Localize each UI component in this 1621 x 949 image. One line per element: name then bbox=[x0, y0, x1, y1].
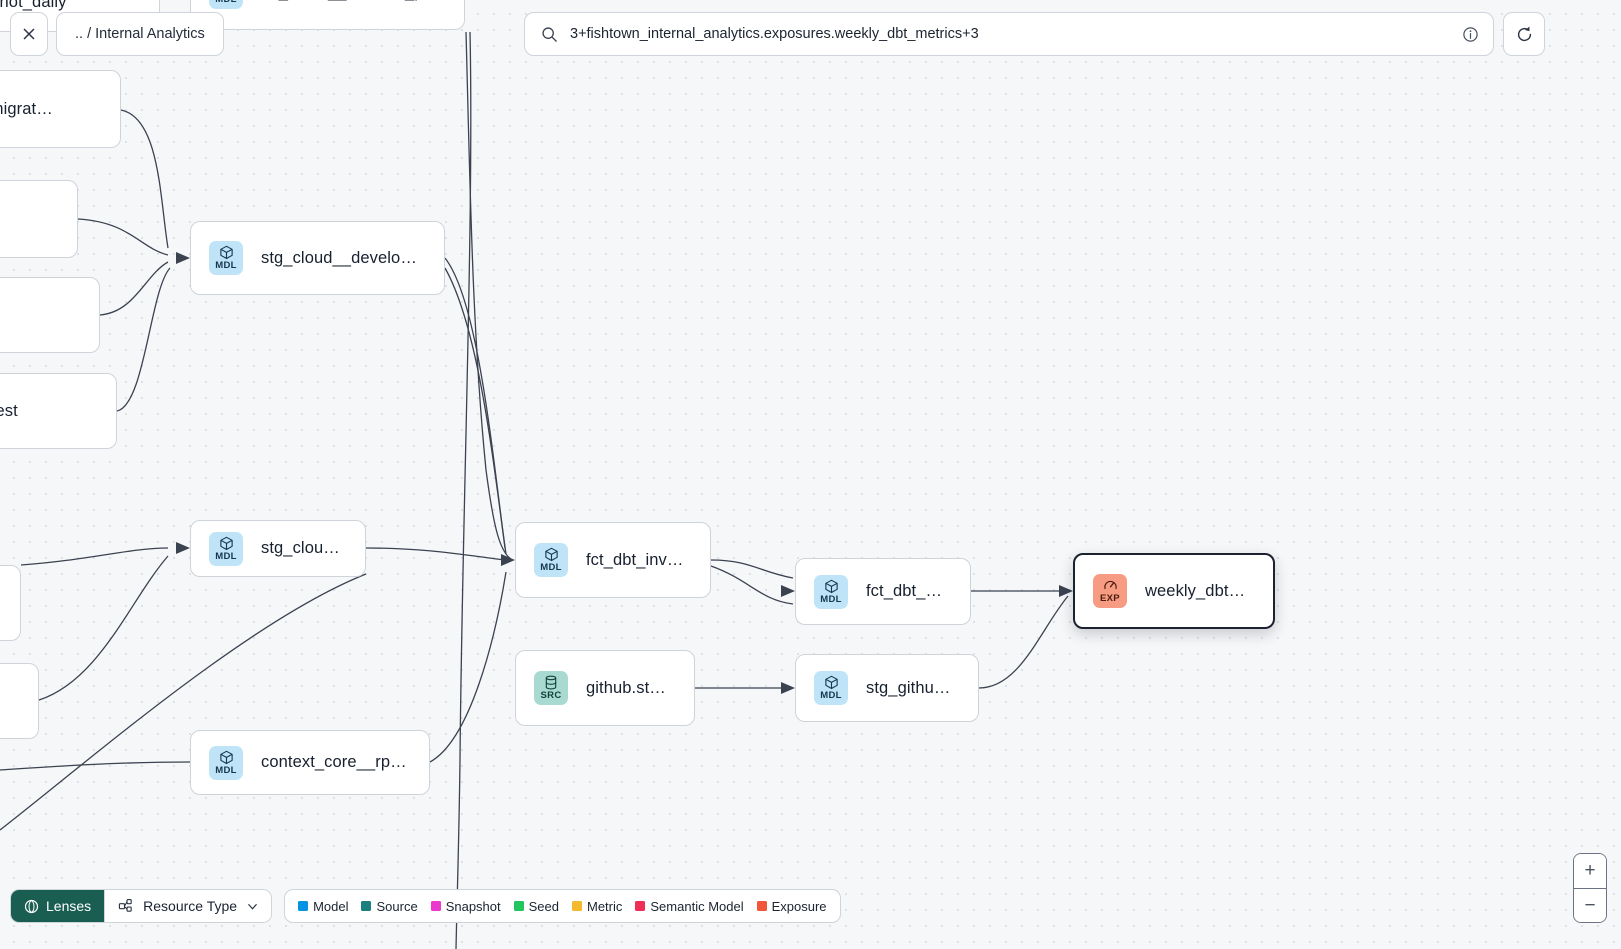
node-label: fct_dbt_projects bbox=[866, 582, 948, 600]
refresh-icon bbox=[1517, 26, 1531, 41]
graph-node[interactable]: SRC github.stargazers bbox=[515, 650, 695, 726]
search-icon bbox=[542, 26, 557, 42]
resource-type-dropdown[interactable]: Resource Type bbox=[104, 890, 272, 922]
chevron-down-icon bbox=[248, 903, 257, 910]
graph-node[interactable]: MDL stg_github__stars bbox=[795, 654, 979, 722]
database-icon bbox=[545, 675, 557, 690]
node-type-badge-src: SRC bbox=[534, 671, 568, 705]
graph-node[interactable]: _run bbox=[0, 663, 39, 739]
refresh-button[interactable] bbox=[1503, 12, 1545, 56]
graph-node[interactable]: MDL fct_dbt_invocations bbox=[515, 522, 711, 598]
legend-item[interactable]: Snapshot bbox=[430, 898, 501, 914]
cube-icon bbox=[219, 536, 233, 550]
legend-item[interactable]: Seed bbox=[513, 898, 559, 914]
zoom-in-button[interactable]: + bbox=[1574, 854, 1606, 888]
graph-node[interactable]: MDL int_cloud__account_plan_history bbox=[190, 0, 465, 30]
legend-swatch bbox=[361, 901, 372, 911]
legend-swatch bbox=[298, 901, 309, 911]
cube-icon bbox=[544, 547, 558, 562]
cube-icon bbox=[824, 675, 838, 690]
node-label: stg_cloud__develop_requests bbox=[261, 248, 422, 267]
resource-type-label: Resource Type bbox=[143, 898, 238, 914]
node-type-badge-mdl: MDL bbox=[814, 671, 848, 705]
node-label: context_core__rpc_request bbox=[261, 753, 407, 771]
node-type-badge-mdl: MDL bbox=[209, 241, 243, 275]
breadcrumb-label: .. / Internal Analytics bbox=[75, 26, 205, 42]
legend-item[interactable]: Source bbox=[361, 898, 418, 914]
node-label: github.stargazers bbox=[586, 678, 672, 697]
legend-label: Semantic Model bbox=[650, 898, 744, 914]
legend-label: Exposure bbox=[771, 898, 827, 914]
search-input[interactable]: 3+fishtown_internal_analytics.exposures.… bbox=[570, 26, 979, 42]
node-type-badge-label: MDL bbox=[820, 690, 842, 701]
graph-node[interactable]: _develop_request bbox=[0, 373, 117, 449]
breadcrumb[interactable]: .. / Internal Analytics bbox=[56, 12, 224, 56]
legend-item[interactable]: Metric bbox=[572, 899, 622, 914]
legend-swatch bbox=[756, 901, 767, 911]
legend-label: Source bbox=[376, 898, 418, 914]
legend-label: Seed bbox=[528, 898, 559, 914]
node-type-badge-mdl: MDL bbox=[534, 543, 568, 577]
graph-node[interactable]: MDL context_core__rpc_request bbox=[190, 730, 430, 795]
legend-swatch bbox=[572, 901, 582, 911]
legend-label: Snapshot bbox=[445, 898, 501, 914]
node-type-badge-mdl: MDL bbox=[209, 0, 243, 9]
node-type-badge-label: MDL bbox=[540, 562, 562, 573]
graph-node[interactable]: MDL stg_cloud__develop_requests bbox=[190, 221, 445, 295]
legend-item[interactable]: Semantic Model bbox=[635, 898, 744, 914]
legend-item[interactable]: Model bbox=[298, 899, 348, 914]
node-label: _develop_request bbox=[0, 401, 18, 420]
zoom-out-button[interactable]: − bbox=[1574, 888, 1606, 922]
graph-node[interactable]: velop_request bbox=[0, 277, 100, 353]
resource-type-legend: Model Source Snapshot Seed Metric Semantic Mo… bbox=[284, 889, 841, 923]
node-type-badge-mdl: MDL bbox=[814, 574, 848, 609]
legend-item[interactable]: Exposure bbox=[756, 898, 827, 914]
node-label: int_cloud__account_plan_history bbox=[261, 0, 442, 2]
lenses-label: Lenses bbox=[46, 898, 92, 914]
node-type-badge-label: MDL bbox=[215, 0, 236, 5]
node-label: snapshot_daily bbox=[0, 0, 67, 11]
close-button[interactable] bbox=[10, 12, 48, 56]
node-label: multicell_migrat… bbox=[0, 99, 53, 118]
gauge-icon bbox=[1103, 580, 1117, 590]
search-bar[interactable]: 3+fishtown_internal_analytics.exposures.… bbox=[524, 12, 1494, 56]
node-type-badge-label: MDL bbox=[215, 764, 237, 776]
node-label: stg_cloud__runs bbox=[261, 539, 343, 557]
node-type-badge-label: MDL bbox=[215, 260, 237, 271]
zoom-controls: + − bbox=[1573, 853, 1607, 923]
legend-swatch bbox=[635, 901, 646, 911]
close-icon bbox=[23, 28, 35, 40]
cube-icon bbox=[824, 579, 838, 593]
node-type-badge-label: SRC bbox=[540, 690, 562, 701]
legend-swatch bbox=[513, 901, 524, 911]
node-type-badge-label: MDL bbox=[215, 550, 237, 562]
legend-swatch bbox=[430, 901, 441, 911]
cube-icon bbox=[219, 245, 233, 260]
legend-label: Metric bbox=[587, 898, 623, 914]
node-label: fct_dbt_invocations bbox=[586, 550, 688, 569]
cube-icon bbox=[219, 750, 233, 764]
lens-icon bbox=[24, 899, 39, 913]
node-label: weekly_dbt_metrics bbox=[1145, 581, 1251, 600]
graph-node[interactable]: op_request bbox=[0, 180, 78, 258]
node-type-badge-label: MDL bbox=[820, 593, 842, 605]
legend-label: Model bbox=[313, 898, 349, 914]
node-type-badge-label: EXP bbox=[1100, 593, 1120, 604]
node-type-badge-mdl: MDL bbox=[209, 745, 243, 780]
lenses-button[interactable]: Lenses bbox=[11, 890, 105, 922]
node-type-badge-exp: EXP bbox=[1093, 574, 1127, 608]
graph-node[interactable]: multicell_migrat… bbox=[0, 70, 121, 148]
graph-node[interactable]: n bbox=[0, 565, 21, 641]
graph-node[interactable]: MDL stg_cloud__runs bbox=[190, 520, 366, 577]
graph-node[interactable]: EXP weekly_dbt_metrics bbox=[1073, 553, 1275, 629]
resource-type-icon bbox=[119, 898, 132, 912]
lenses-group: Lenses Resource Type bbox=[10, 889, 273, 923]
node-label: stg_github__stars bbox=[866, 678, 956, 697]
graph-node[interactable]: MDL fct_dbt_projects bbox=[795, 558, 971, 625]
info-circle-icon[interactable] bbox=[1462, 26, 1479, 43]
node-type-badge-mdl: MDL bbox=[209, 531, 243, 566]
bottom-toolbar: Lenses Resource Type Model Source Snapshot… bbox=[10, 889, 841, 923]
